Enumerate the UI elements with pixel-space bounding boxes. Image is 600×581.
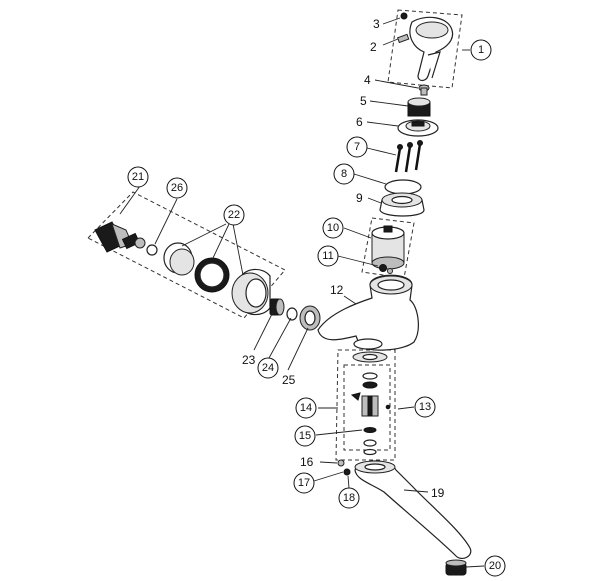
callout-circle — [223, 204, 245, 226]
callout-9: 9 — [356, 191, 363, 205]
handle-lever — [409, 16, 454, 82]
screws — [394, 140, 423, 173]
callout-circle — [295, 397, 317, 419]
callout-6: 6 — [356, 115, 363, 129]
callout-label: 15 — [299, 430, 311, 442]
callout-21: 21 — [127, 166, 149, 188]
o-ring-24 — [286, 307, 298, 321]
callout-label: 26 — [171, 182, 183, 194]
callout-label: 21 — [132, 171, 144, 183]
callout-circle — [346, 136, 368, 158]
callout-circle — [166, 177, 188, 199]
callout-5: 5 — [360, 94, 367, 108]
callout-22: 22 — [223, 204, 245, 226]
callout-19: 19 — [431, 486, 445, 500]
callout-12: 12 — [330, 283, 344, 297]
callout-18: 18 — [338, 487, 360, 509]
callout-circle — [293, 472, 315, 494]
cartridge — [371, 225, 405, 270]
callout-circle — [257, 357, 279, 379]
rosette-assembly — [163, 242, 271, 316]
bonnet — [379, 192, 425, 217]
callout-15: 15 — [294, 425, 316, 447]
group-box-inlet — [87, 191, 286, 319]
callout-label: 11 — [322, 250, 333, 262]
callout-25: 25 — [282, 373, 296, 387]
callout-label: 12 — [330, 283, 344, 297]
stem-sleeve — [407, 97, 431, 117]
callout-label: 3 — [373, 17, 380, 31]
callout-label: 2 — [370, 40, 377, 54]
stem-adapter — [418, 84, 430, 96]
callout-circle — [317, 245, 339, 267]
set-screw — [396, 33, 410, 44]
callout-26: 26 — [166, 177, 188, 199]
callout-1: 1 — [470, 39, 492, 61]
callout-label: 4 — [364, 73, 371, 87]
callout-8: 8 — [333, 163, 355, 185]
diverter-parts — [350, 351, 391, 456]
callout-circle — [470, 39, 492, 61]
callout-label: 18 — [343, 492, 355, 504]
nut-25 — [299, 305, 321, 331]
callout-3: 3 — [373, 17, 380, 31]
group-box-inner-13 — [343, 364, 391, 451]
callout-10: 10 — [322, 217, 344, 239]
callout-label: 25 — [282, 373, 296, 387]
callout-circle — [338, 487, 360, 509]
callout-label: 14 — [300, 402, 312, 414]
callout-20: 20 — [484, 555, 506, 577]
callout-label: 22 — [228, 209, 240, 221]
callout-label: 16 — [300, 455, 314, 469]
inlet-connector — [94, 221, 146, 253]
callout-label: 23 — [242, 353, 256, 367]
callout-label: 5 — [360, 94, 367, 108]
callout-label: 9 — [356, 191, 363, 205]
callout-label: 13 — [419, 401, 431, 413]
flat-gasket — [384, 179, 422, 195]
stop-ring — [397, 119, 439, 137]
callout-circle — [414, 396, 436, 418]
callout-14: 14 — [295, 397, 317, 419]
callout-13: 13 — [414, 396, 436, 418]
callout-circle — [484, 555, 506, 577]
callout-label: 6 — [356, 115, 363, 129]
small-screw-16 — [337, 459, 345, 467]
callout-24: 24 — [257, 357, 279, 379]
valve-body — [317, 274, 419, 351]
callout-label: 8 — [341, 168, 347, 180]
aerator — [445, 559, 467, 576]
cartridge-pin — [379, 264, 393, 274]
callout-label: 19 — [431, 486, 445, 500]
callout-16: 16 — [300, 455, 314, 469]
callout-17: 17 — [293, 472, 315, 494]
callout-circle — [127, 166, 149, 188]
callout-label: 20 — [489, 560, 501, 572]
callout-label: 7 — [354, 141, 360, 153]
callout-label: 24 — [262, 362, 274, 374]
group-box-handle — [387, 9, 463, 89]
leader-lines — [119, 17, 485, 568]
plug-18 — [343, 468, 351, 476]
callout-label: 1 — [478, 44, 484, 56]
callout-7: 7 — [346, 136, 368, 158]
callout-label: 17 — [298, 477, 310, 489]
screw-cap — [400, 12, 408, 20]
callout-circle — [333, 163, 355, 185]
nipple-23 — [269, 298, 285, 316]
callout-2: 2 — [370, 40, 377, 54]
callout-circle — [294, 425, 316, 447]
callout-4: 4 — [364, 73, 371, 87]
o-ring-small — [146, 244, 158, 256]
spout — [354, 460, 472, 560]
callout-circle — [322, 217, 344, 239]
callout-11: 11 — [317, 245, 339, 267]
callout-label: 10 — [327, 222, 339, 234]
callout-23: 23 — [242, 353, 256, 367]
